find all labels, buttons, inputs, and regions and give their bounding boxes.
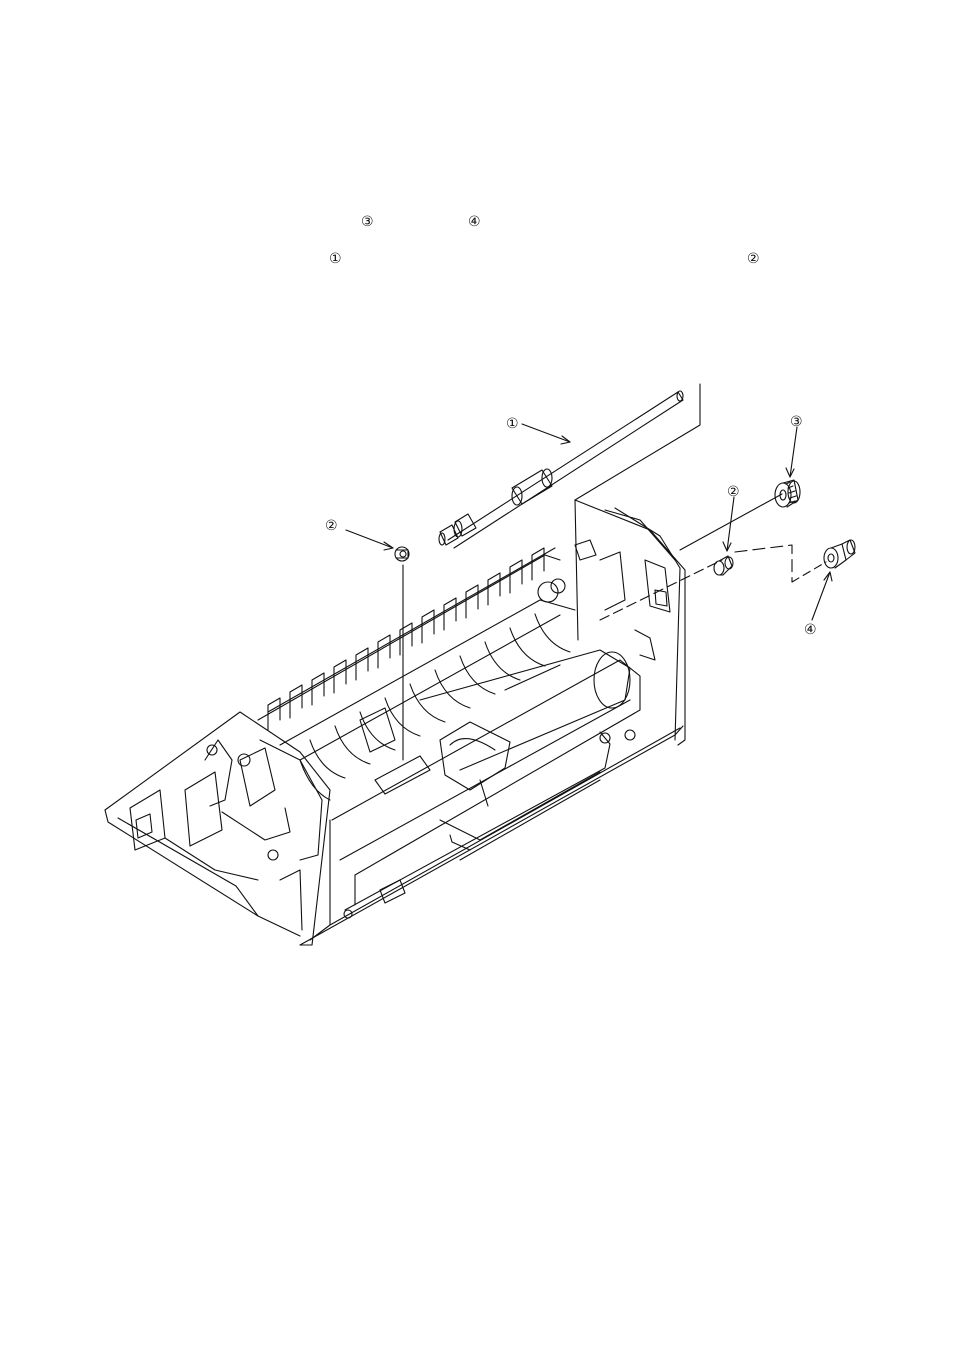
paper-guide-ribs: [268, 548, 544, 730]
callout-leaders: [346, 424, 832, 620]
bushing-right: [714, 556, 733, 575]
knob-part: [824, 540, 855, 568]
callout-gear: ③: [790, 414, 803, 430]
axis-dashed-right: [735, 545, 792, 582]
callout-bushing-left: ②: [325, 518, 338, 534]
gear-part: [775, 480, 800, 507]
bushing-left: [395, 547, 409, 561]
callout-knob: ④: [804, 622, 817, 638]
assembly-guide: [575, 384, 700, 640]
callout-roller: ①: [506, 416, 519, 432]
axis-dashed: [600, 560, 722, 620]
roller-shaft: [439, 391, 683, 548]
callout-bushing-right: ②: [727, 484, 740, 500]
printer-chassis: [105, 500, 685, 945]
guide-fins: [310, 614, 570, 778]
